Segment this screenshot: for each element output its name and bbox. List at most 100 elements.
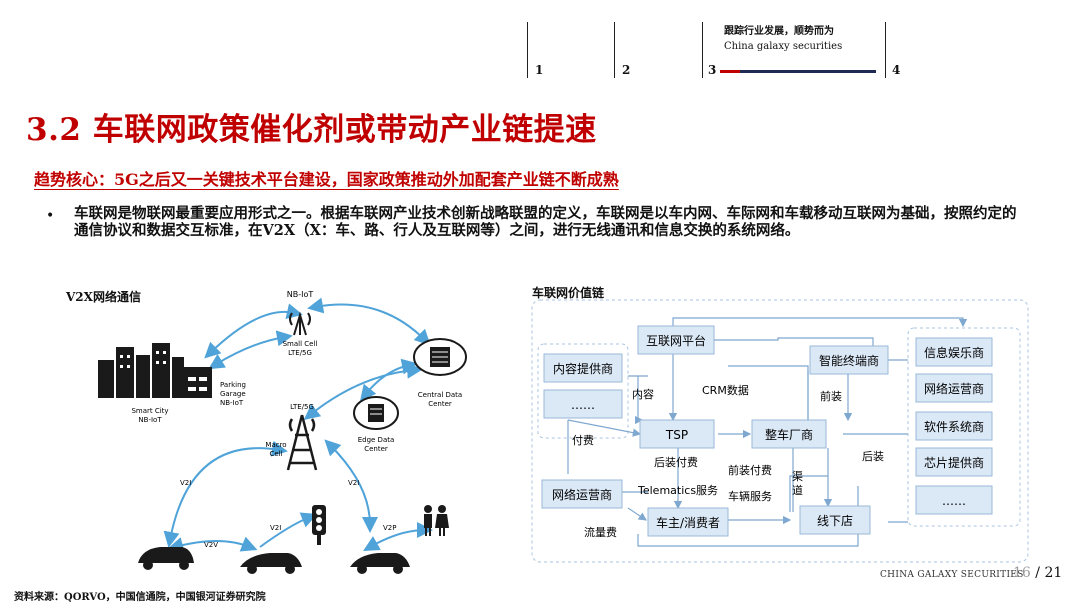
label-v2i-left: V2I	[180, 479, 191, 487]
nav-divider	[702, 22, 703, 78]
box-internet-platform: 互联网平台	[637, 325, 715, 355]
left-group-frame	[537, 343, 629, 439]
svg-text:网络运营商: 网络运营商	[552, 487, 612, 502]
v2x-diagram-title: V2X网络通信	[66, 290, 141, 304]
label-central: Central Data	[418, 391, 462, 399]
label-v2v: V2V	[204, 541, 218, 549]
traffic-light-icon	[312, 505, 326, 545]
nav-item-1[interactable]: 1	[535, 63, 544, 77]
box-content-provider: 内容提供商	[543, 353, 623, 383]
svg-text:内容提供商: 内容提供商	[553, 361, 613, 376]
slogan-cn: 跟踪行业发展，顺势而为	[724, 26, 834, 37]
edge-label-telematics: Telematics服务	[637, 484, 718, 497]
edge-label-crm: CRM数据	[702, 383, 749, 397]
edge-label-channel-2: 道	[792, 483, 803, 497]
box-software: 软件系统商	[915, 411, 993, 441]
label-edge: Edge Data	[358, 436, 395, 444]
small-cell-icon	[289, 311, 311, 336]
edge-label-pay: 付费	[572, 434, 594, 447]
arc-nbiot-central	[307, 297, 431, 346]
nav-item-2[interactable]: 2	[622, 63, 631, 77]
value-chain-title: 车联网价值链	[532, 286, 605, 300]
box-right-more: ……	[915, 485, 993, 515]
box-infotainment: 信息娱乐商	[915, 337, 993, 367]
box-offline-store: 线下店	[799, 505, 871, 535]
arc-edge-central	[360, 358, 418, 402]
car-icon	[138, 547, 194, 570]
macro-cell-icon	[286, 414, 318, 471]
svg-text:……: ……	[571, 398, 595, 412]
box-network-operator: 网络运营商	[541, 479, 623, 509]
label-macro: Macro	[265, 441, 286, 449]
page-current: 16	[1013, 565, 1031, 581]
value-chain-diagram: 互联网平台 内容提供商 …… TSP 网络运营商 车主/消费者 智能终端商 整车…	[531, 299, 1029, 563]
edge-label-after-install: 后装	[862, 450, 884, 463]
label-parking: Parking	[220, 381, 246, 389]
box-owner: 车主/消费者	[647, 507, 729, 537]
arc-v2v	[167, 536, 258, 553]
bullet-dot: •	[46, 208, 55, 224]
svg-text:线下店: 线下店	[817, 514, 853, 528]
footer-brand: CHINA GALAXY SECURITIES	[880, 570, 1024, 580]
svg-text:TSP: TSP	[665, 428, 688, 442]
arc-v2i-right	[324, 439, 378, 533]
edge-label-channel-1: 渠	[792, 470, 803, 483]
nav-item-3[interactable]: 3	[708, 63, 717, 77]
smart-city-icon	[98, 343, 212, 398]
label-central-2: Center	[428, 400, 452, 408]
page-total: 21	[1044, 565, 1063, 581]
nav-slogan: 跟踪行业发展，顺势而为 China galaxy securities	[724, 24, 842, 54]
svg-text:信息娱乐商: 信息娱乐商	[924, 345, 984, 360]
svg-text:整车厂商: 整车厂商	[765, 427, 813, 442]
v2x-diagram: Smart City NB-IoT Parking Garage NB-IoT …	[98, 290, 467, 574]
right-group-frame	[907, 327, 1021, 527]
slogan-en: China galaxy securities	[724, 41, 843, 52]
svg-text:车主/消费者: 车主/消费者	[656, 515, 720, 530]
box-smart-terminal: 智能终端商	[809, 345, 889, 375]
arc-v2i-mid	[259, 512, 318, 548]
edge-label-traffic: 流量费	[584, 525, 617, 539]
label-v2i-mid: V2I	[270, 524, 281, 532]
value-chain-frame	[531, 299, 1029, 563]
label-nbiot-top: NB-IoT	[287, 290, 314, 299]
box-tsp: TSP	[639, 419, 715, 449]
label-edge-2: Center	[364, 445, 388, 453]
nav-divider	[614, 22, 615, 78]
edge-label-front-install: 前装	[820, 389, 842, 403]
page-number: 16 / 21	[1013, 565, 1062, 581]
label-small-cell: Small Cell	[283, 340, 318, 348]
footer-source: 资料来源：QORVO，中国信通院，中国银河证券研究院	[14, 592, 266, 603]
page-subtitle: 趋势核心：5G之后又一关键技术平台建设，国家政策推动外加配套产业链不断成熟	[34, 170, 619, 189]
arc-v2i-left	[163, 440, 288, 548]
svg-text:软件系统商: 软件系统商	[924, 419, 984, 434]
page-title: 3.2 车联网政策催化剂或带动产业链提速	[26, 112, 597, 148]
page-separator: /	[1030, 565, 1045, 581]
edge-data-center-icon	[353, 396, 399, 430]
edge-label-front-pay: 前装付费	[728, 463, 772, 477]
pedestrian-icon	[424, 505, 449, 536]
arc-v2p	[363, 522, 433, 551]
edge-label-content: 内容	[632, 387, 654, 401]
label-v2i-right: V2I	[348, 479, 359, 487]
label-smart-city-2: NB-IoT	[138, 416, 162, 424]
svg-text:芯片提供商: 芯片提供商	[924, 455, 984, 470]
box-chip: 芯片提供商	[915, 447, 993, 477]
central-data-center-icon	[413, 338, 467, 376]
box-net-operator-right: 网络运营商	[915, 373, 993, 403]
nav-progress-bar	[720, 70, 876, 73]
nav-progress-accent	[720, 70, 740, 73]
nav-item-4[interactable]: 4	[892, 63, 901, 77]
svg-text:网络运营商: 网络运营商	[924, 381, 984, 396]
nav-divider	[885, 22, 886, 78]
svg-text:智能终端商: 智能终端商	[819, 353, 879, 368]
edge-label-car-service: 车辆服务	[728, 489, 772, 503]
arc-cell-parking	[208, 330, 293, 370]
label-lte5g: LTE/5G	[290, 403, 314, 411]
label-small-cell-2: LTE/5G	[288, 349, 312, 357]
label-parking-3: NB-IoT	[220, 399, 244, 407]
svg-text:……: ……	[942, 494, 966, 508]
bullet-text: 车联网是物联网最重要应用形式之一。根据车联网产业技术创新战略联盟的定义，车联网是…	[74, 205, 1017, 239]
car-icon	[350, 553, 410, 574]
label-v2p: V2P	[383, 524, 396, 532]
nav-divider	[527, 22, 528, 78]
